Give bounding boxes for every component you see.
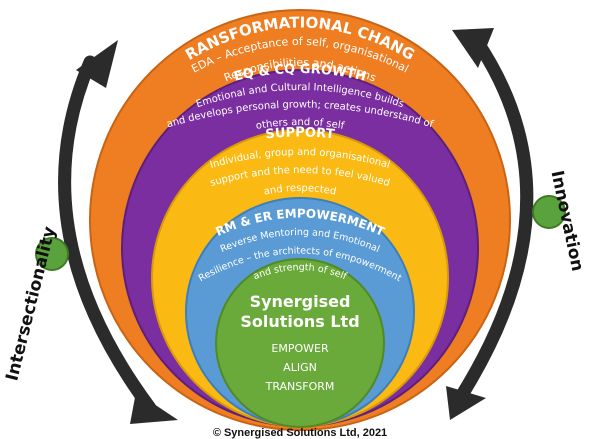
left-arrow-bottom-head-icon xyxy=(130,392,178,424)
left-cycle-arrow xyxy=(58,40,178,424)
core-item-empower: EMPOWER xyxy=(271,342,329,355)
core-item-transform: TRANSFORM xyxy=(265,380,335,393)
right-knob-icon xyxy=(532,195,566,229)
support-title: SUPPORT xyxy=(265,125,336,142)
support-line-3: and respected xyxy=(263,183,337,198)
left-arrow-top-head-icon xyxy=(76,40,118,88)
right-arrow-bottom-head-icon xyxy=(446,386,486,420)
core-item-align: ALIGN xyxy=(283,361,317,374)
copyright-footer: © Synergised Solutions Ltd, 2021 xyxy=(213,427,387,439)
right-cycle-arrow xyxy=(446,28,534,420)
core-circle xyxy=(215,258,385,428)
growth-line-3: others and of self xyxy=(255,117,345,132)
right-arrow-top-head-icon xyxy=(452,28,494,68)
intersectionality-label: Intersectionality xyxy=(2,225,60,383)
core-title-line-1: Synergised xyxy=(250,292,351,311)
left-knob-icon xyxy=(35,237,69,271)
growth-title: EQ & CQ GROWTH xyxy=(233,62,368,85)
core-title-line-2: Solutions Ltd xyxy=(240,312,359,331)
